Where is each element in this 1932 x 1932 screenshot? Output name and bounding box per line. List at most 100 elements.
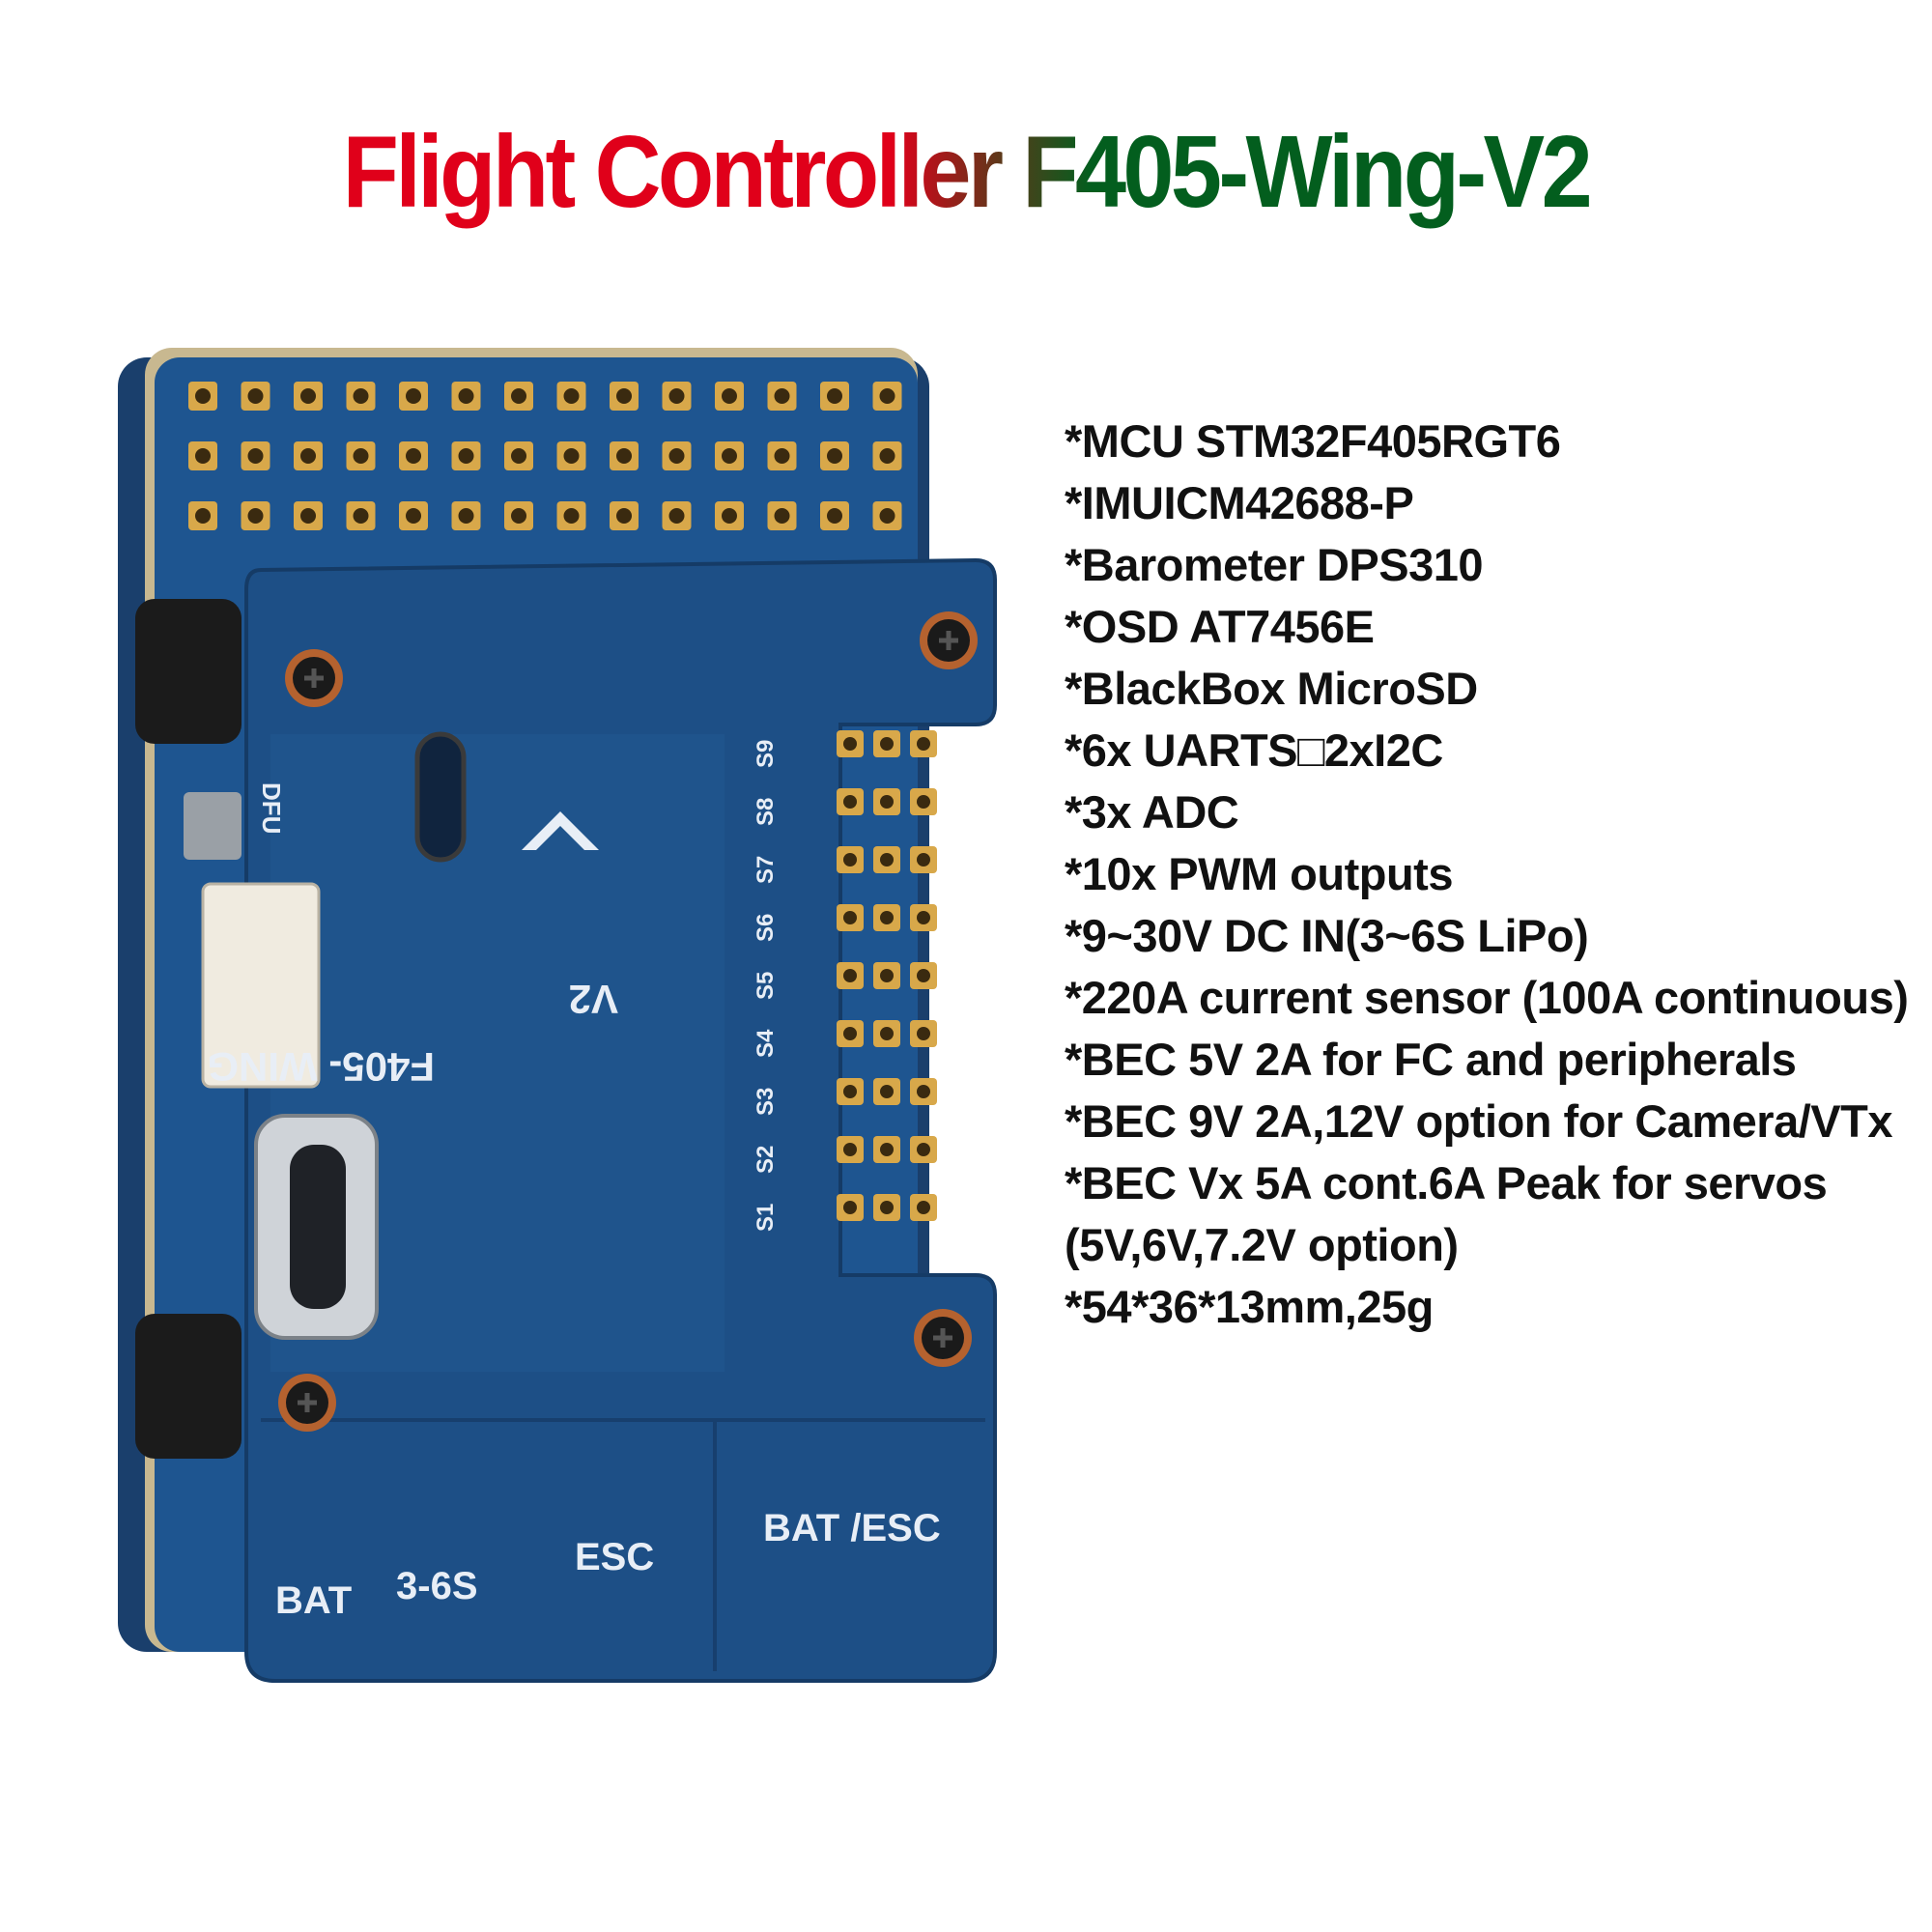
pin-hole: [774, 508, 790, 524]
pin-hole: [880, 1027, 894, 1040]
spec-item: *BEC 9V 2A,12V option for Camera/VTx: [1065, 1095, 1892, 1147]
board-model-text: F405- WING: [207, 1044, 435, 1090]
pin-hole: [827, 448, 842, 464]
pin-hole: [843, 795, 857, 809]
screw-slot: [933, 1328, 952, 1348]
pin-hole: [195, 508, 211, 524]
pin-hole: [247, 388, 264, 404]
esc-label: ESC: [575, 1536, 654, 1578]
pin-hole: [722, 508, 737, 524]
spec-list: *MCU STM32F405RGT6 *IMUICM42688-P *Baromet…: [1065, 411, 1909, 1338]
pin-hole: [353, 388, 369, 404]
pin-hole: [917, 1201, 930, 1214]
pin-hole: [774, 388, 790, 404]
spec-item: (5V,6V,7.2V option): [1065, 1219, 1459, 1270]
flight-controller-photo: F405- WING V2 DFU BAT 3-6S ESC BAT /ESC …: [118, 348, 997, 1683]
pin-hole: [616, 448, 632, 464]
pin-hole: [458, 448, 474, 464]
board-version-text: V2: [569, 977, 618, 1022]
pin-hole: [880, 911, 894, 924]
usb-c-opening: [290, 1145, 346, 1309]
bat-esc-label: BAT /ESC: [763, 1507, 941, 1549]
screws: [278, 611, 978, 1432]
jst-connector: [201, 882, 321, 1089]
spec-item: *Barometer DPS310: [1065, 539, 1484, 590]
spec-item: *BEC 5V 2A for FC and peripherals: [1065, 1034, 1797, 1085]
pin-hole: [563, 448, 580, 464]
pin-hole: [774, 448, 790, 464]
pin-hole: [406, 388, 421, 404]
screw-slot: [304, 668, 324, 688]
microsd-slot: [414, 731, 467, 863]
pin-hole: [827, 388, 842, 404]
pin-hole: [511, 508, 526, 524]
pin-hole: [843, 1027, 857, 1040]
bat-label: BAT: [275, 1579, 352, 1622]
pin-hole: [917, 1027, 930, 1040]
dfu-label: DFU: [257, 782, 286, 834]
spec-item: *MCU STM32F405RGT6: [1065, 415, 1561, 467]
pin-hole: [300, 448, 316, 464]
pin-hole: [722, 388, 737, 404]
pin-hole: [300, 508, 316, 524]
pin-hole: [668, 508, 685, 524]
screw-slot: [298, 1393, 317, 1412]
spec-item: *BEC Vx 5A cont.6A Peak for servos: [1065, 1157, 1828, 1208]
servo-label: S4: [753, 1029, 779, 1058]
pin-hole: [917, 737, 930, 751]
pin-hole: [879, 448, 895, 464]
pin-hole: [879, 508, 895, 524]
pin-hole: [880, 1143, 894, 1156]
pin-hole: [843, 1085, 857, 1098]
spec-item: *OSD AT7456E: [1065, 601, 1375, 652]
pin-hole: [880, 1085, 894, 1098]
pin-hole: [843, 969, 857, 982]
pin-hole: [880, 737, 894, 751]
servo-label: S1: [753, 1204, 779, 1232]
pin-hole: [458, 388, 474, 404]
pin-hole: [458, 508, 474, 524]
servo-label: S8: [753, 798, 779, 826]
servo-label: S9: [753, 740, 779, 768]
pin-hole: [917, 1085, 930, 1098]
page-title: Flight Controller F405-Wing-V2: [0, 114, 1932, 231]
pin-hole: [722, 448, 737, 464]
pin-hole: [843, 737, 857, 751]
buzzer-left-top: [135, 599, 242, 744]
spec-item: *10x PWM outputs: [1065, 848, 1453, 899]
servo-label: S2: [753, 1146, 779, 1174]
pin-hole: [563, 508, 580, 524]
pin-hole: [917, 795, 930, 809]
pin-hole: [843, 1201, 857, 1214]
cells-label: 3-6S: [396, 1565, 478, 1607]
spec-item: *IMUICM42688-P: [1065, 477, 1414, 528]
spec-item: *220A current sensor (100A continuous): [1065, 972, 1909, 1023]
pin-hole: [668, 448, 685, 464]
logo-arrow-icon: [522, 811, 599, 850]
pin-hole: [917, 911, 930, 924]
pin-hole: [843, 911, 857, 924]
pin-hole: [511, 388, 526, 404]
servo-label: S7: [753, 856, 779, 884]
pin-hole: [353, 448, 369, 464]
pin-hole: [247, 508, 264, 524]
pin-hole: [843, 853, 857, 867]
pin-hole: [917, 853, 930, 867]
pin-hole: [616, 508, 632, 524]
pin-hole: [563, 388, 580, 404]
servo-header-pins: [837, 730, 937, 1221]
pin-hole: [917, 1143, 930, 1156]
pin-hole: [880, 853, 894, 867]
pin-hole: [879, 388, 895, 404]
screw-slot: [939, 631, 958, 650]
spec-item: *54*36*13mm,25g: [1065, 1281, 1434, 1332]
title-text: Flight Controller F405-Wing-V2: [342, 115, 1593, 229]
dfu-button: [184, 792, 242, 860]
pin-hole: [353, 508, 369, 524]
pin-hole: [880, 1201, 894, 1214]
servo-label: S3: [753, 1088, 779, 1116]
pin-hole: [195, 448, 211, 464]
pin-hole: [880, 969, 894, 982]
pin-hole: [917, 969, 930, 982]
